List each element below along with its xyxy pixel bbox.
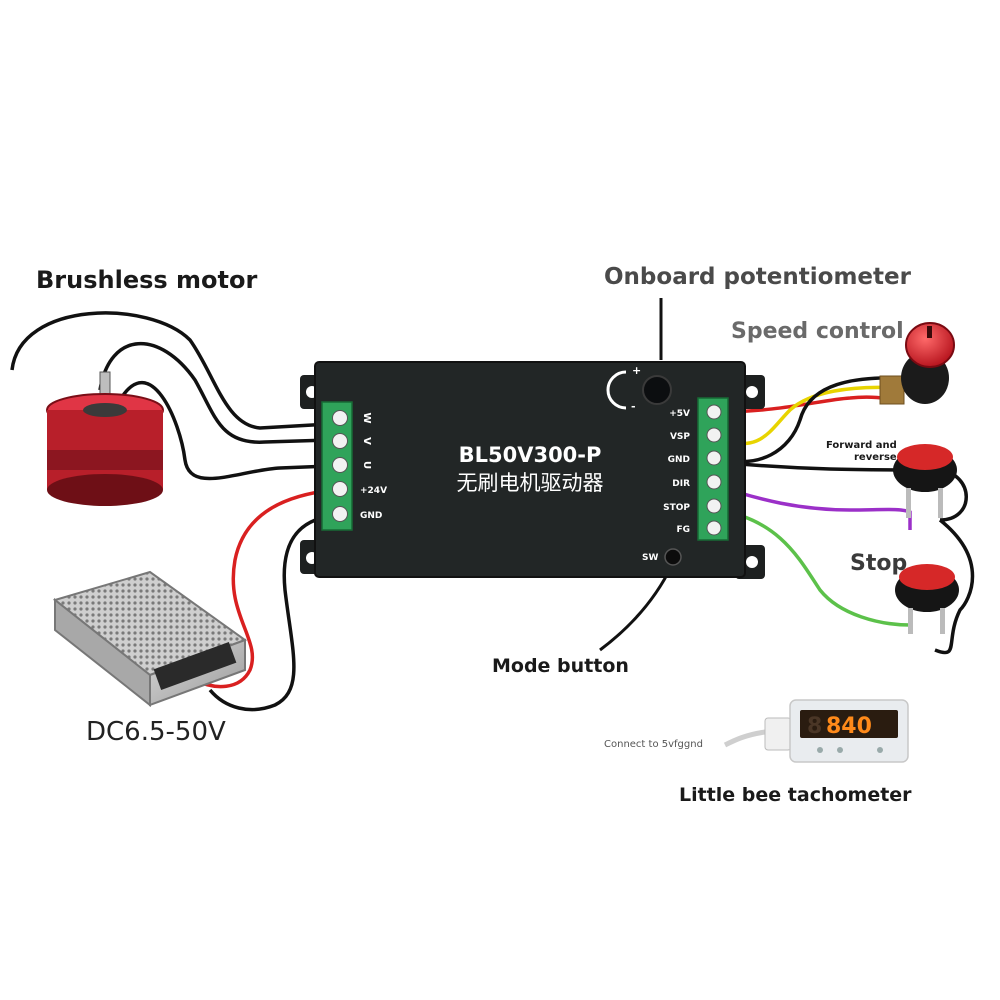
tacho-cable (723, 729, 766, 748)
forward-reverse-switch[interactable] (893, 444, 957, 518)
wire-motor-u (118, 381, 331, 481)
pin-label-24v: +24V (360, 486, 387, 496)
wires (10, 298, 975, 748)
driver-model: BL50V300-P (459, 443, 602, 467)
motor-bottom (47, 474, 163, 506)
pin-label-v: V (361, 437, 372, 445)
stop-switch-rocker (899, 564, 955, 590)
label-stop: Stop (850, 551, 907, 576)
pot-knob (642, 375, 672, 405)
label-onboard-potentiometer: Onboard potentiometer (604, 264, 912, 290)
callouts: Brushless motor Onboard potentiometer Sp… (36, 264, 912, 806)
motor-band (47, 450, 163, 470)
tacho-display (800, 710, 898, 738)
driver-name-cn: 无刷电机驱动器 (457, 471, 604, 495)
label-tachometer: Little bee tachometer (679, 784, 912, 806)
pot-minus: - (631, 400, 636, 413)
pin-label-u: U (361, 461, 372, 469)
wire-motor-v (98, 342, 331, 444)
right-screws (706, 404, 722, 536)
pin-label-5v: +5V (669, 409, 690, 419)
tachometer: 8 840 (764, 699, 909, 763)
stop-switch[interactable] (895, 564, 959, 634)
wire-stop-green (717, 508, 911, 627)
label-power-supply: DC6.5-50V (86, 717, 226, 747)
pot-cap (905, 322, 955, 368)
tacho-dim-digit: 8 (807, 714, 822, 739)
onboard-potentiometer[interactable]: + - (606, 364, 672, 413)
label-connect-note: Connect to 5vfggnd (604, 739, 703, 750)
wire-dir-purple (717, 484, 912, 530)
power-supply (52, 570, 248, 708)
wire-power-black (208, 514, 333, 712)
pin-label-w: W (361, 412, 372, 423)
pin-label-fg: FG (676, 525, 690, 535)
terminal-block-right (697, 397, 729, 541)
pin-label-gnd-left: GND (360, 511, 382, 521)
pot-arc (606, 370, 627, 410)
mode-button-cap (664, 548, 682, 566)
wire-gnd-switch2 (934, 518, 975, 655)
mode-button[interactable]: SW (642, 548, 682, 566)
label-forward-reverse-1: Forward and (826, 440, 897, 451)
left-screws (332, 410, 348, 522)
motor-hub (83, 403, 127, 417)
ps-terminal-block (153, 641, 237, 691)
speed-control-potentiometer[interactable] (879, 322, 955, 405)
driver-board: BL50V300-P 无刷电机驱动器 W V U +24V GND +5V VS… (300, 361, 765, 579)
label-mode-button: Mode button (492, 655, 629, 677)
pot-pins (879, 375, 905, 405)
wire-motor-w (10, 311, 331, 430)
fr-switch-pin-1 (906, 488, 911, 518)
pin-label-vsp: VSP (670, 432, 690, 442)
brushless-motor (46, 371, 164, 506)
pin-label-stop: STOP (663, 503, 690, 513)
fr-switch-pin-2 (938, 488, 943, 518)
fr-switch-rocker (897, 444, 953, 470)
sw-label: SW (642, 553, 658, 563)
label-brushless-motor: Brushless motor (36, 266, 257, 294)
tacho-digits: 840 (826, 714, 872, 739)
stop-switch-pin-2 (940, 608, 945, 634)
label-speed-control: Speed control (731, 319, 904, 344)
wire-gnd-pot (717, 376, 901, 464)
driver-body (314, 361, 746, 578)
pot-cap-mark (927, 326, 932, 338)
tacho-connector (764, 717, 792, 751)
stop-switch-pin-1 (908, 608, 913, 634)
pin-label-dir: DIR (672, 479, 690, 489)
wire-power-red (194, 488, 333, 689)
pot-plus: + (632, 364, 641, 377)
wire-vsp-yellow (717, 385, 901, 446)
pin-label-gnd-right: GND (668, 455, 690, 465)
label-forward-reverse-2: reverse (854, 452, 897, 463)
